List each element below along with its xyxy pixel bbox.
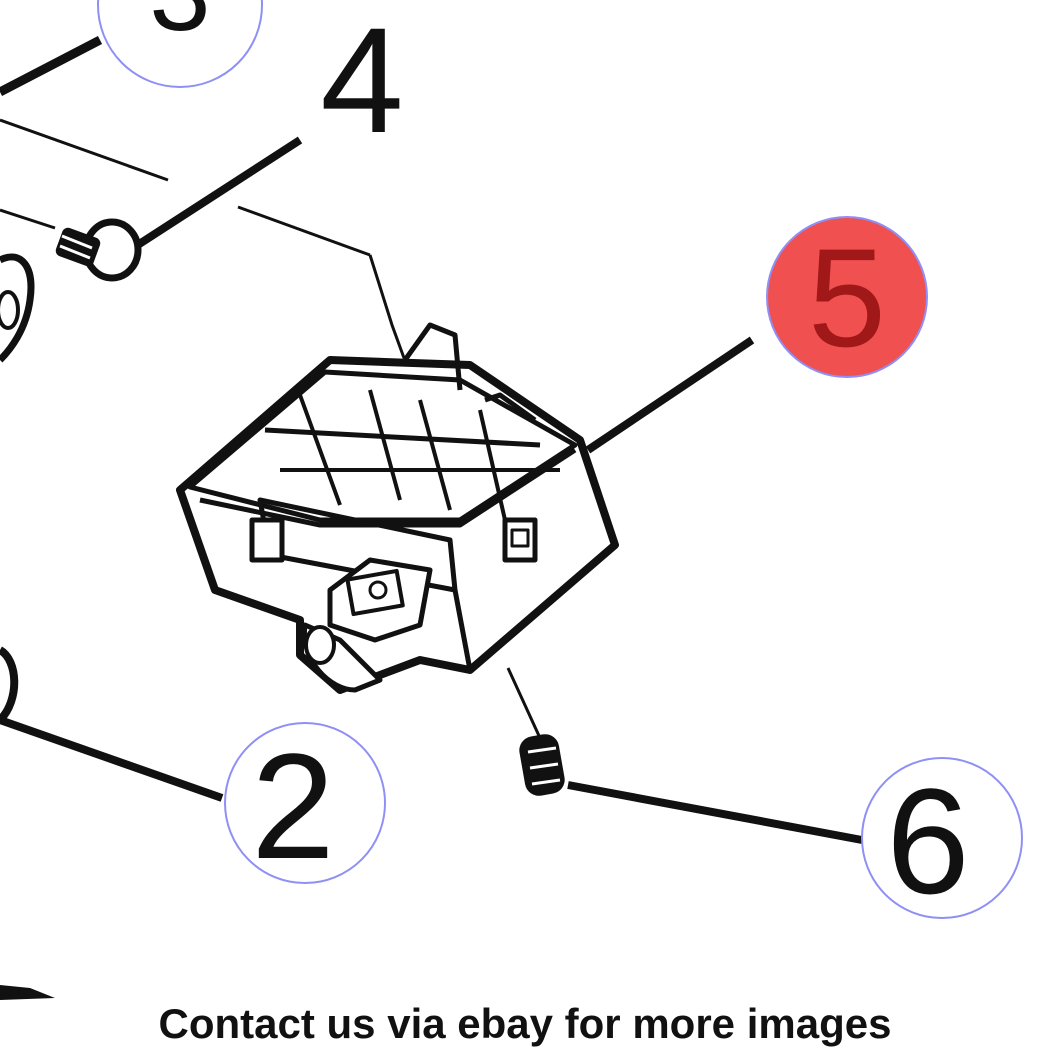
callout-4-leader [127,136,303,254]
guide-line-lower [506,667,542,739]
callout-5-leader [585,336,755,454]
callout-6: 6 [567,757,1023,925]
bolt-left-partial [0,646,19,723]
callout-4: 4 [127,0,404,254]
part-5-housing [176,322,619,694]
contact-caption: Contact us via ebay for more images [158,1000,892,1047]
callout-3: 3 [0,0,263,96]
callout-3-label: 3 [149,0,210,54]
screw-lower-right [519,734,565,796]
callout-2: 2 [0,716,386,890]
callout-4-label: 4 [320,0,403,164]
screw-top-left [55,218,142,282]
callout-6-label: 6 [886,757,969,925]
callout-2-leader [0,716,224,802]
partial-shape-bottom-left [0,985,55,1000]
callout-3-leader [0,36,103,96]
callout-5-label: 5 [808,219,886,376]
assembly-guide-lines [0,118,406,359]
bracket-left-partial [0,253,35,363]
callout-5-circle [766,216,928,378]
callout-3-circle [97,0,263,88]
callout-2-label: 2 [251,722,334,890]
callout-6-leader [567,781,863,844]
callout-2-circle [224,722,386,884]
callout-6-circle [861,757,1023,919]
callout-5: 5 [585,216,928,454]
